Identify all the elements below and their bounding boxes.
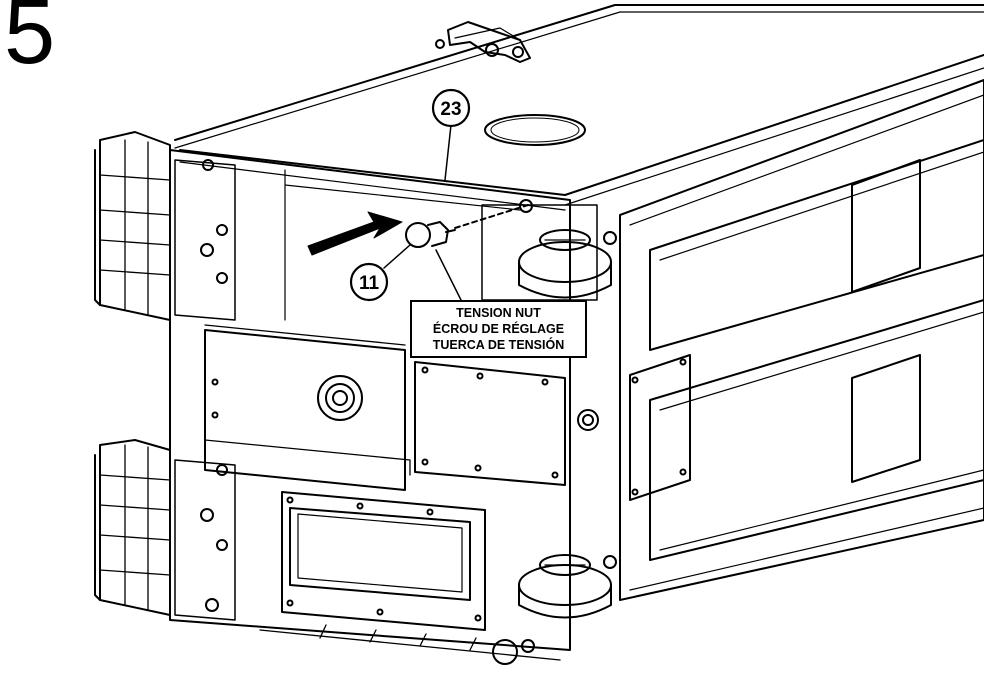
lower-handle [94,439,236,621]
leader-line-label [435,249,463,303]
leader-line-11 [383,244,411,269]
top-hinge [435,21,531,63]
callout-11-label: 11 [359,273,380,294]
upper-caster [518,229,617,299]
side-label-plate-bottom [851,354,921,483]
access-panel [414,361,566,486]
side-panel [577,79,984,601]
tension-rod-path [454,204,529,229]
leader-line-23 [444,124,452,181]
top-hole [484,114,586,146]
side-label-plate-top [851,159,921,293]
tension-nut-label: TENSION NUT ÉCROU DE RÉGLAGE TUERCA DE T… [410,300,587,358]
callout-23: 23 [431,88,471,128]
label-line-fr: ÉCROU DE RÉGLAGE [432,322,565,336]
callout-11: 11 [349,262,389,302]
upper-handle [94,131,236,321]
top-panel [174,4,984,206]
step-number: 5 [4,0,56,83]
label-line-en: TENSION NUT [456,306,541,320]
center-plate [204,324,411,491]
label-line-es: TUERCA DE TENSIÓN [432,338,565,352]
lower-caster [492,554,617,665]
direction-arrow [307,211,403,256]
bottom-panel [259,491,561,661]
tension-nut [405,199,533,248]
callout-23-label: 23 [440,99,461,120]
